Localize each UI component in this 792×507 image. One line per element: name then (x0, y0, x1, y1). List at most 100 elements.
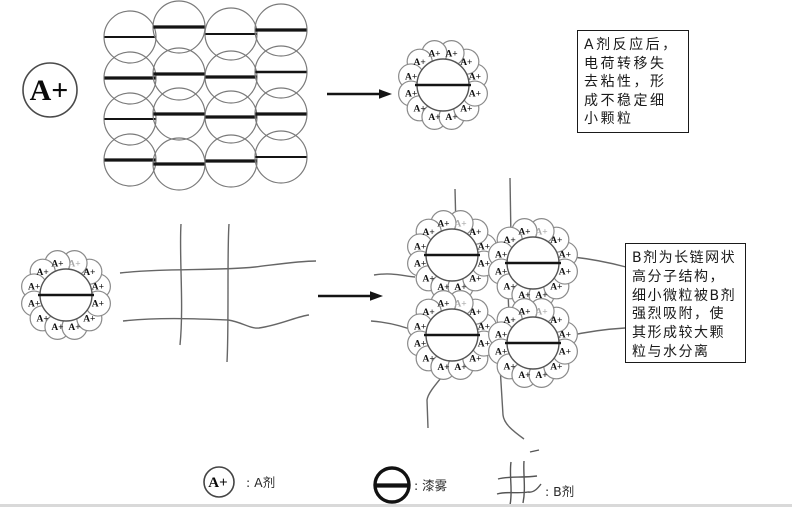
paint-mist-grid (103, 0, 308, 191)
a-agent-ion-label: A+ (414, 260, 426, 270)
a-agent-ion-label: A+ (478, 340, 490, 350)
a-agent-ion-label: A+ (504, 316, 516, 326)
a-agent-ion-label: A+ (414, 323, 426, 333)
a-agent-ion-label: A+ (469, 355, 481, 365)
paint-mist-droplet (204, 134, 258, 188)
a-agent-ion-label: A+ (478, 243, 490, 253)
paint-mist-droplet (204, 50, 258, 104)
b-agent-chain (119, 260, 317, 274)
floc-particle-cluster-2: A+A+A+A+A+A+A+A+A+A+A+A+ (488, 218, 578, 308)
a-agent-ion-label: A+ (535, 371, 547, 381)
legend: A+: A剂: 漆雾: B剂 (203, 449, 574, 504)
a-agent-ion-label: A+ (92, 283, 104, 293)
a-agent-ion-label: A+ (559, 348, 571, 358)
a-agent-ion-label: A+ (469, 90, 481, 100)
a-agent-ion-label: A+ (559, 251, 571, 261)
a-agent-ion-label: A+ (495, 331, 507, 341)
a-agent-ion-label: A+ (460, 105, 472, 115)
a-agent-ion-label: A+ (414, 58, 426, 68)
a-agent-ion-label: A+ (504, 236, 516, 246)
paint-mist-droplet (103, 51, 157, 105)
a-agent-ion-label: A+ (454, 299, 466, 309)
a-agent-big-symbol (22, 62, 78, 118)
legend-b-agent-symbol (522, 460, 526, 504)
floc-particle-stage1: A+A+A+A+A+A+A+A+A+A+A+A+ (398, 40, 488, 130)
paint-mist-droplet (103, 133, 157, 187)
a-agent-ion-label: A+ (28, 300, 40, 310)
a-agent-ion-label: A+ (428, 113, 440, 123)
a-agent-ion-label: A+ (68, 323, 80, 333)
a-agent-ion-label: A+ (535, 291, 547, 301)
a-agent-ion-label: A+ (437, 299, 449, 309)
a-agent-ion-label: A+ (414, 105, 426, 115)
paint-mist-droplet (254, 87, 308, 141)
a-agent-big-label: A+ (30, 74, 69, 107)
paint-mist-droplet (254, 130, 308, 184)
a-agent-ion-label: A+ (454, 283, 466, 293)
a-agent-ion-label: A+ (454, 219, 466, 229)
a-agent-ion-label: A+ (423, 228, 435, 238)
a-agent-ion-label: A+ (68, 259, 80, 269)
arrow-head (370, 291, 383, 301)
a-agent-ion-label: A+ (478, 323, 490, 333)
a-agent-ion-label: A+ (405, 90, 417, 100)
a-agent-ion-label: A+ (423, 355, 435, 365)
paint-mist-droplet (204, 90, 258, 144)
a-agent-ion-label: A+ (414, 340, 426, 350)
a-agent-ion-label: A+ (414, 243, 426, 253)
a-agent-ion-label: A+ (37, 268, 49, 278)
paint-mist-droplet (103, 10, 157, 64)
arrow-right (318, 291, 383, 301)
legend-label-b-agent: : B剂 (545, 484, 574, 499)
a-agent-ion-label: A+ (559, 331, 571, 341)
a-agent-ion-label: A+ (518, 227, 530, 237)
a-agent-ion-label: A+ (518, 307, 530, 317)
floc-particle-free: A+A+A+A+A+A+A+A+A+A+A+A+ (21, 250, 111, 340)
a-agent-ion-label: A+ (437, 363, 449, 373)
a-agent-ion-label: A+ (550, 363, 562, 373)
legend-b-agent-symbol (509, 461, 512, 504)
b-agent-chain (179, 223, 183, 346)
a-agent-ion-label: A+ (550, 316, 562, 326)
a-agent-ion-label: A+ (559, 268, 571, 278)
legend-b-agent-symbol (497, 475, 538, 480)
legend-label-a-agent: : A剂 (246, 475, 275, 490)
a-agent-ion-label: A+ (469, 228, 481, 238)
floc-particle-cluster-3: A+A+A+A+A+A+A+A+A+A+A+A+ (407, 290, 497, 380)
b-agent-chain (499, 365, 525, 440)
a-agent-ion-label: A+ (518, 291, 530, 301)
b-agent-chain (373, 273, 416, 278)
a-agent-ion-label: A+ (423, 308, 435, 318)
annotation-box-b-agent: B剂为长链网状 高分子结构， 细小微粒被B剂 强烈吸附，使 其形成较大颗 粒与水… (625, 243, 746, 363)
b-agent-chain (572, 256, 627, 268)
a-agent-ion-label: A+ (37, 315, 49, 325)
paint-mist-droplet (103, 92, 157, 146)
paint-mist-droplet (254, 3, 308, 57)
a-agent-ion-label: A+ (437, 219, 449, 229)
a-agent-ion-label: A+ (460, 58, 472, 68)
a-agent-ion-label: A+ (28, 283, 40, 293)
a-agent-ion-label: A+ (83, 268, 95, 278)
legend-b-agent-symbol (529, 449, 540, 453)
a-agent-ion-label: A+ (504, 363, 516, 373)
a-agent-ion-label: A+ (504, 283, 516, 293)
legend-b-agent-symbol (496, 483, 542, 495)
a-agent-ion-label: A+ (92, 300, 104, 310)
a-agent-ion-label: A+ (454, 363, 466, 373)
a-agent-ion-label: A+ (445, 113, 457, 123)
a-agent-ion-label: A+ (550, 236, 562, 246)
a-agent-ion-label: A+ (445, 49, 457, 59)
a-agent-ion-label: A+ (469, 275, 481, 285)
a-agent-ion-label: A+ (428, 49, 440, 59)
b-agent-chain (226, 223, 230, 363)
a-agent-ion-label: A+ (405, 73, 417, 83)
a-agent-ion-label: A+ (518, 371, 530, 381)
legend-label-paint-mist: : 漆雾 (414, 478, 448, 493)
legend-paint-mist-symbol (373, 466, 411, 504)
a-agent-ion-label: A+ (495, 251, 507, 261)
floc-particle-cluster-4: A+A+A+A+A+A+A+A+A+A+A+A+ (488, 298, 578, 388)
a-agent-ion-label: A+ (495, 268, 507, 278)
a-agent-ion-label: A+ (469, 308, 481, 318)
arrow-head (379, 89, 392, 99)
